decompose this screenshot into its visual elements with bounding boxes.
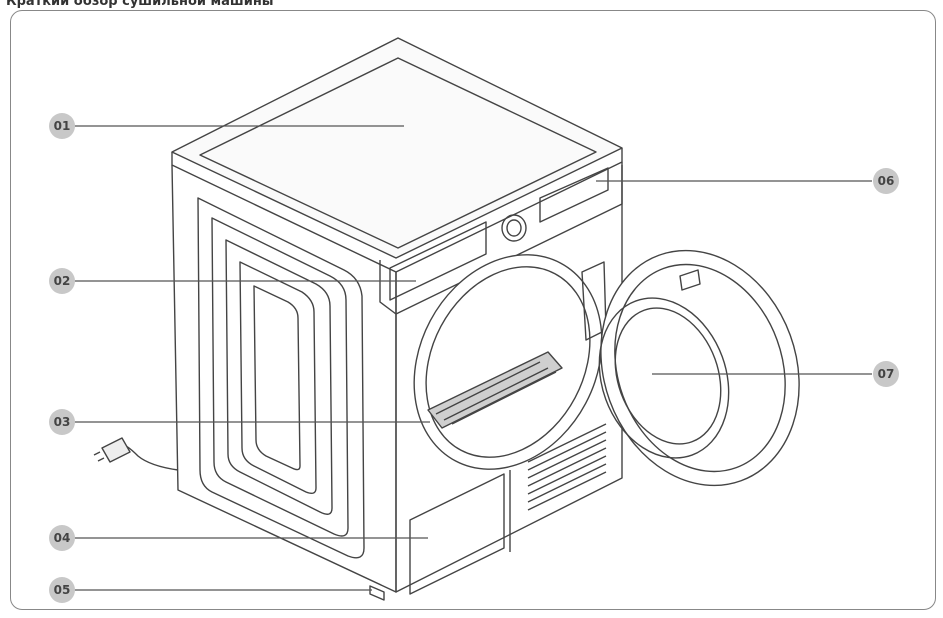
callout-label: 02: [54, 274, 71, 288]
callout-04: 04: [49, 525, 75, 551]
dryer-illustration: [93, 37, 800, 601]
callout-label: 06: [878, 174, 895, 188]
callout-03: 03: [49, 409, 75, 435]
callout-label: 01: [54, 119, 71, 133]
callout-07: 07: [873, 361, 899, 387]
callout-01: 01: [49, 113, 75, 139]
diagram-frame: [10, 10, 936, 610]
callout-05: 05: [49, 577, 75, 603]
diagram-title: Краткий обзор сушильной машины: [6, 0, 274, 9]
callout-06: 06: [873, 168, 899, 194]
callout-label: 05: [54, 583, 71, 597]
callout-02: 02: [49, 268, 75, 294]
callout-label: 07: [878, 367, 895, 381]
callout-label: 03: [54, 415, 71, 429]
callout-label: 04: [54, 531, 71, 545]
leader-lines: [74, 125, 872, 591]
